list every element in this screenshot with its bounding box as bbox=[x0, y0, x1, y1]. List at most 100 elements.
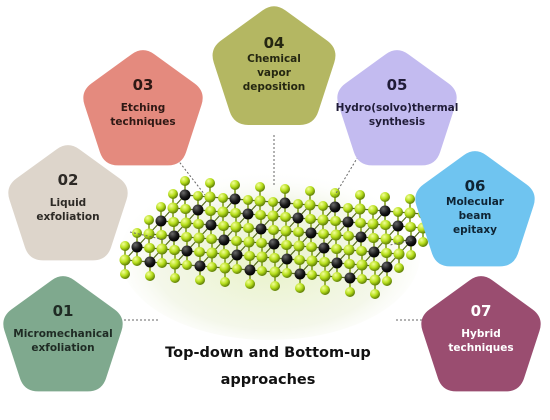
atom-light bbox=[267, 210, 279, 222]
atom-light bbox=[280, 225, 292, 237]
atom-top bbox=[270, 253, 280, 263]
atom-top bbox=[170, 245, 180, 255]
atom-light bbox=[119, 254, 131, 266]
atom-dark bbox=[268, 238, 280, 250]
title-line-1: Top-down and Bottom-up bbox=[165, 345, 371, 361]
pentagon-shape bbox=[337, 50, 457, 166]
atom-top bbox=[330, 188, 340, 198]
atom-bottom bbox=[207, 262, 217, 272]
atom-bottom bbox=[345, 287, 355, 297]
atom-top bbox=[332, 244, 342, 254]
atom-top bbox=[331, 216, 341, 226]
atom-bottom bbox=[382, 276, 392, 286]
pentagon-label: Liquid bbox=[50, 197, 86, 209]
atom-top bbox=[255, 182, 265, 192]
atom-dark bbox=[294, 268, 306, 280]
pentagon-label: beam bbox=[459, 210, 492, 222]
atom-dark bbox=[205, 219, 217, 231]
pentagon-label: Hybrid bbox=[461, 328, 500, 340]
atom-bottom bbox=[220, 277, 230, 287]
atom-top bbox=[180, 176, 190, 186]
atom-light bbox=[404, 207, 416, 219]
atom-top bbox=[232, 236, 242, 246]
pentagon-shape bbox=[212, 6, 336, 125]
pentagon-number: 04 bbox=[264, 34, 285, 52]
atom-bottom bbox=[418, 237, 428, 247]
atom-dark bbox=[168, 230, 180, 242]
atom-top bbox=[120, 241, 130, 251]
atom-bottom bbox=[406, 250, 416, 260]
atom-top bbox=[281, 212, 291, 222]
atom-light bbox=[243, 236, 255, 248]
atom-dark bbox=[181, 245, 193, 257]
atom-top bbox=[168, 189, 178, 199]
method-pentagons: 01Micromechanicalexfoliation02Liquidexfo… bbox=[3, 6, 541, 392]
atom-top bbox=[156, 202, 166, 212]
atom-top bbox=[169, 217, 179, 227]
pentagon-label: Micromechanical bbox=[13, 328, 113, 340]
atom-top bbox=[257, 238, 267, 248]
atom-light bbox=[393, 248, 405, 260]
atom-top bbox=[195, 247, 205, 257]
pentagon-label: Etching bbox=[121, 102, 165, 114]
atom-dark bbox=[131, 241, 143, 253]
pentagon-number: 06 bbox=[465, 177, 486, 195]
atom-bottom bbox=[394, 263, 404, 273]
central-title: Top-down and Bottom-up approaches bbox=[165, 345, 371, 388]
atom-dark bbox=[144, 256, 156, 268]
atom-bottom bbox=[245, 279, 255, 289]
pentagon-label: Hydro(solvo)thermal bbox=[336, 102, 459, 114]
atom-bottom bbox=[132, 256, 142, 266]
atom-dark bbox=[155, 215, 167, 227]
atom-top bbox=[282, 240, 292, 250]
atom-light bbox=[380, 233, 392, 245]
lattice-illustration bbox=[119, 170, 441, 340]
atom-light bbox=[180, 217, 192, 229]
atom-light bbox=[193, 232, 205, 244]
atom-top bbox=[294, 227, 304, 237]
atom-top bbox=[356, 218, 366, 228]
pentagon-label: Chemical bbox=[247, 53, 301, 65]
atom-bottom bbox=[157, 258, 167, 268]
pentagon-label: epitaxy bbox=[453, 224, 497, 236]
atom-dark bbox=[318, 242, 330, 254]
atom-top bbox=[220, 249, 230, 259]
atom-light bbox=[230, 221, 242, 233]
atom-top bbox=[382, 248, 392, 258]
atom-light bbox=[367, 218, 379, 230]
atom-dark bbox=[381, 261, 393, 273]
atom-dark bbox=[229, 193, 241, 205]
pentagon-shape bbox=[83, 50, 203, 166]
atom-top bbox=[144, 215, 154, 225]
atom-light bbox=[206, 247, 218, 259]
atom-dark bbox=[331, 257, 343, 269]
atom-dark bbox=[242, 208, 254, 220]
atom-top bbox=[307, 242, 317, 252]
atom-dark bbox=[244, 264, 256, 276]
atom-light bbox=[169, 258, 181, 270]
atom-top bbox=[293, 199, 303, 209]
atom-light bbox=[343, 244, 355, 256]
atom-top bbox=[394, 235, 404, 245]
atom-light bbox=[156, 243, 168, 255]
atom-light bbox=[254, 195, 266, 207]
atom-top bbox=[344, 231, 354, 241]
atom-top bbox=[306, 214, 316, 224]
atom-dark bbox=[292, 212, 304, 224]
atom-dark bbox=[368, 246, 380, 258]
atom-top bbox=[370, 261, 380, 271]
atom-bottom bbox=[282, 268, 292, 278]
atom-light bbox=[369, 274, 381, 286]
atom-dark bbox=[355, 231, 367, 243]
atom-light bbox=[204, 191, 216, 203]
atom-top bbox=[380, 192, 390, 202]
atom-bottom bbox=[170, 273, 180, 283]
pentagon-label: techniques bbox=[448, 342, 513, 354]
atom-bottom bbox=[232, 264, 242, 274]
atom-dark bbox=[179, 189, 191, 201]
